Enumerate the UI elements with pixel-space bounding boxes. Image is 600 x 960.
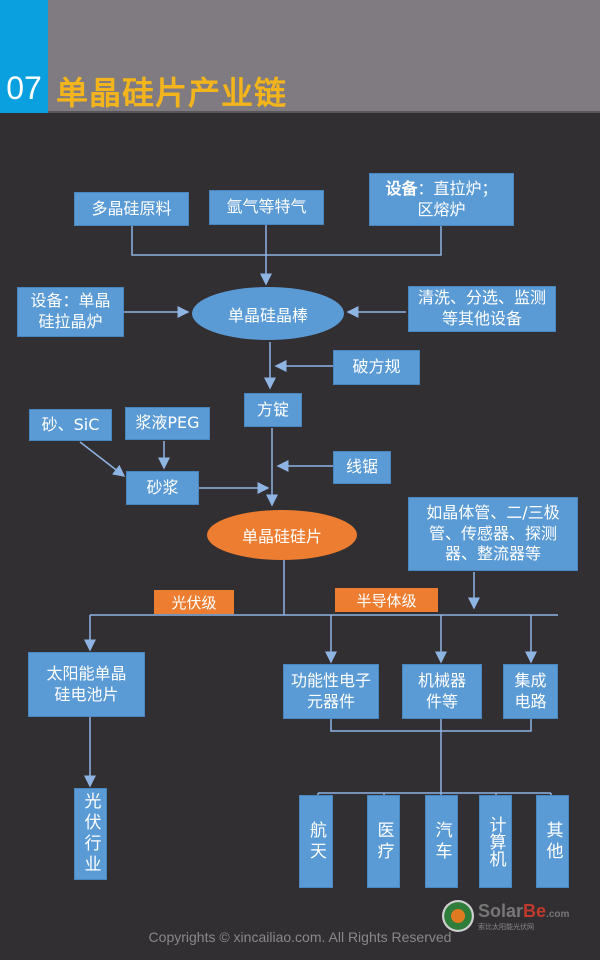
copyright: Copyrights © xincailiao.com. All Rights … bbox=[148, 929, 452, 945]
node-solar-cell: 太阳能单晶硅电池片 bbox=[28, 652, 145, 717]
logo-text-c: .com bbox=[546, 908, 570, 920]
label-semiconductor-grade: 半导体级 bbox=[335, 588, 438, 612]
node-pv-industry: 光伏行业 bbox=[74, 788, 107, 880]
node-aerospace: 航天 bbox=[299, 795, 333, 888]
node-argon: 氩气等特气 bbox=[209, 190, 324, 225]
node-squaring: 破方规 bbox=[333, 350, 420, 385]
node-semiconductor-devices: 如晶体管、二/三极管、传感器、探测器、整流器等 bbox=[408, 497, 578, 571]
node-ic: 集成电路 bbox=[503, 664, 558, 719]
node-computer: 计算机 bbox=[479, 795, 512, 888]
node-equipment-furnace: 设备：直拉炉；区熔炉 bbox=[369, 173, 514, 226]
label-pv-grade: 光伏级 bbox=[154, 590, 234, 614]
node-cleaning: 清洗、分选、监测等其他设备 bbox=[408, 286, 556, 332]
page-title: 单晶硅片产业链 bbox=[56, 74, 288, 112]
node-wafer: 单晶硅硅片 bbox=[207, 510, 357, 560]
node-polysilicon: 多晶硅原料 bbox=[74, 192, 189, 226]
header-bar: 07 单晶硅片产业链 bbox=[0, 0, 600, 113]
node-auto: 汽车 bbox=[425, 795, 458, 888]
node-electronic-components: 功能性电子元器件 bbox=[283, 664, 379, 719]
node-equipment-puller: 设备：单晶硅拉晶炉 bbox=[17, 287, 124, 337]
flower-icon bbox=[442, 900, 474, 932]
node-ingot: 单晶硅晶棒 bbox=[192, 287, 344, 340]
node-peg: 浆液PEG bbox=[125, 407, 210, 440]
node-slurry: 砂浆 bbox=[126, 471, 199, 505]
node-wire-saw: 线锯 bbox=[333, 451, 391, 484]
logo-text-b: Be bbox=[523, 900, 547, 921]
equip-text: ：直拉炉；区熔炉 bbox=[417, 178, 498, 219]
node-sand: 砂、SiC bbox=[29, 409, 112, 441]
solarbe-logo: SolarBe.com 索比太阳能光伏网 bbox=[442, 900, 569, 932]
node-other: 其他 bbox=[536, 795, 569, 888]
logo-text-a: Solar bbox=[478, 900, 524, 921]
section-number: 07 bbox=[0, 0, 48, 113]
node-medical: 医疗 bbox=[367, 795, 400, 888]
node-square-ingot: 方锭 bbox=[244, 393, 302, 427]
equip-label: 设备 bbox=[385, 178, 418, 198]
logo-subtitle: 索比太阳能光伏网 bbox=[478, 923, 534, 931]
node-mechanical: 机械器件等 bbox=[402, 664, 482, 719]
